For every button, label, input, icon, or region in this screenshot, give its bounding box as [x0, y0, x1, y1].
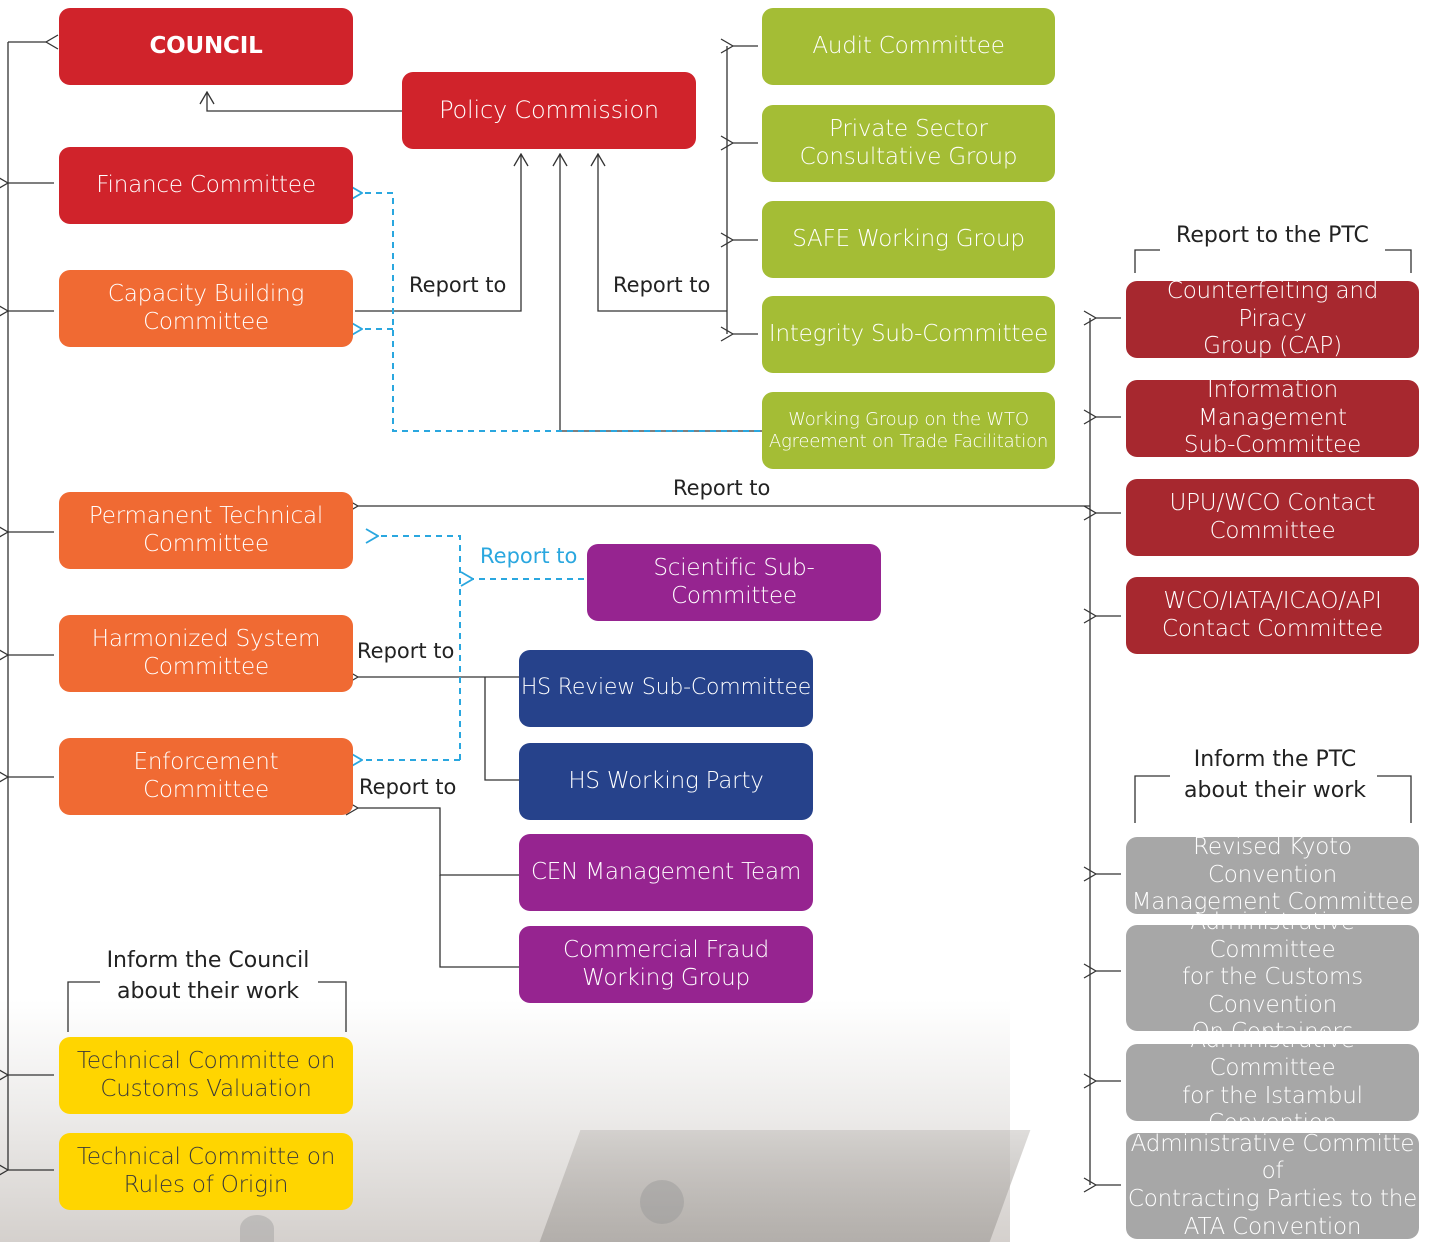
report-to-label-enforcement: Report to	[359, 775, 457, 799]
capacity-building-label-line2: Committee	[143, 308, 269, 335]
background-logo-circle	[640, 1180, 684, 1224]
enforcement-committee-box: Enforcement Committee	[59, 738, 353, 815]
report-to-the-ptc-title: Report to the PTC	[1176, 223, 1369, 248]
information-management-box: Information Management Sub-Committee	[1126, 377, 1419, 459]
harmonized-system-committee-box: Harmonized System Committee	[59, 615, 353, 692]
cap-label-line2: Group (CAP)	[1203, 333, 1342, 360]
policy-commission-label: Policy Commission	[439, 96, 659, 125]
report-to-label-ptc: Report to	[673, 476, 771, 500]
hs-review-label: HS Review Sub-Committee	[520, 675, 812, 701]
ptc-label-line1: Permanent Technical	[88, 502, 324, 529]
report-to-label-integrity: Report to	[613, 273, 711, 297]
cap-label-line1: Counterfeiting and Piracy	[1166, 278, 1379, 332]
audit-committee-label: Audit Committee	[812, 32, 1005, 59]
background-logo-circle	[240, 1215, 274, 1242]
inform-council-line1: Inform the Council	[106, 948, 310, 973]
wto-working-group-box: Working Group on the WTO Agreement on Tr…	[762, 392, 1055, 469]
ata-label-line2: Contracting Parties to the	[1127, 1186, 1418, 1212]
istambul-label-line1: Administrative Committee	[1190, 1027, 1355, 1081]
private-sector-label-line1: Private Sector	[829, 115, 988, 142]
revised-kyoto-convention-box: Revised Kyoto Convention Management Comm…	[1126, 834, 1419, 916]
council-label: COUNCIL	[149, 32, 263, 59]
cap-group-box: Counterfeiting and Piracy Group (CAP)	[1126, 278, 1419, 360]
capacity-building-label-line1: Capacity Building	[107, 280, 305, 307]
technical-committee-rules-of-origin-box: Technical Committe on Rules of Origin	[59, 1133, 353, 1210]
integrity-sub-committee-label: Integrity Sub-Committee	[768, 320, 1049, 347]
ata-label-line3: ATA Convention	[1183, 1213, 1362, 1240]
containers-label-line1: Administrative Committee	[1190, 909, 1355, 963]
inform-the-ptc-title: Inform the PTC about their work	[1150, 745, 1400, 807]
integrity-sub-committee-box: Integrity Sub-Committee	[762, 296, 1055, 373]
kyoto-label-line1: Revised Kyoto Convention	[1193, 834, 1352, 888]
iata-label-line2: Contact Committee	[1161, 615, 1384, 642]
tcv-label-line1: Technical Committe on	[76, 1047, 336, 1074]
upu-wco-contact-committee-box: UPU/WCO Contact Committee	[1126, 479, 1419, 556]
inform-ptc-line2: about their work	[1184, 777, 1366, 803]
report-to-label-hs: Report to	[357, 639, 455, 663]
inform-the-council-title: Inform the Council about their work	[83, 946, 333, 1008]
imsc-label-line1: Information Management	[1198, 377, 1347, 431]
private-sector-label-line2: Consultative Group	[799, 143, 1018, 170]
hs-review-sub-committee-box: HS Review Sub-Committee	[519, 650, 813, 727]
inform-council-line2: about their work	[117, 978, 299, 1004]
upu-label-line2: Committee	[1209, 517, 1336, 544]
wto-label-line2: Agreement on Trade Facilitation	[768, 430, 1049, 452]
hs-committee-label-line2: Committee	[143, 653, 269, 680]
cen-management-team-box: CEN Management Team	[519, 834, 813, 911]
permanent-technical-committee-box: Permanent Technical Committee	[59, 492, 353, 569]
technical-committee-customs-valuation-box: Technical Committe on Customs Valuation	[59, 1037, 353, 1114]
policy-commission-box: Policy Commission	[402, 72, 696, 149]
containers-label-line3: On Containers	[1191, 1019, 1354, 1046]
fraud-label-line1: Commercial Fraud	[563, 936, 769, 963]
tcv-label-line2: Customs Valuation	[100, 1075, 312, 1102]
report-to-label-capacity: Report to	[409, 273, 507, 297]
istambul-label-line2: for the Istambul Convention	[1182, 1082, 1363, 1137]
ata-label-line1: Administrative Committe of	[1130, 1130, 1415, 1185]
enforcement-label-line2: Committee	[143, 776, 269, 803]
wco-iata-icao-api-contact-committee-box: WCO/IATA/ICAO/API Contact Committee	[1126, 577, 1419, 654]
audit-committee-box: Audit Committee	[762, 8, 1055, 85]
istambul-convention-box: Administrative Committee for the Istambu…	[1126, 1027, 1419, 1136]
cen-management-team-label: CEN Management Team	[530, 858, 802, 885]
inform-ptc-line1: Inform the PTC	[1193, 747, 1357, 772]
commercial-fraud-working-group-box: Commercial Fraud Working Group	[519, 926, 813, 1003]
ata-convention-box: Administrative Committe of Contracting P…	[1126, 1130, 1419, 1240]
containers-label-line2: for the Customs Convention	[1181, 964, 1364, 1018]
enforcement-label-line1: Enforcement	[133, 748, 279, 775]
private-sector-consultative-group-box: Private Sector Consultative Group	[762, 105, 1055, 182]
safe-working-group-label: SAFE Working Group	[792, 225, 1025, 252]
iata-label-line1: WCO/IATA/ICAO/API	[1163, 587, 1382, 614]
wto-label-line1: Working Group on the WTO	[788, 408, 1029, 430]
ptc-label-line2: Committee	[143, 530, 269, 557]
scientific-sub-committee-box: Scientific Sub-Committee	[587, 544, 881, 621]
council-box: COUNCIL	[59, 8, 353, 85]
tro-label-line2: Rules of Origin	[123, 1171, 289, 1198]
capacity-building-box: Capacity Building Committee	[59, 270, 353, 347]
tro-label-line1: Technical Committe on	[76, 1143, 336, 1170]
finance-committee-box: Finance Committee	[59, 147, 353, 224]
customs-convention-containers-box: Administrative Committee for the Customs…	[1126, 909, 1419, 1045]
imsc-label-line2: Sub-Committee	[1183, 432, 1362, 459]
safe-working-group-box: SAFE Working Group	[762, 201, 1055, 278]
finance-committee-label: Finance Committee	[96, 171, 316, 198]
report-to-label-scientific: Report to	[480, 544, 578, 568]
kyoto-label-line2: Management Committee	[1131, 889, 1414, 916]
fraud-label-line2: Working Group	[582, 964, 750, 991]
hs-working-party-box: HS Working Party	[519, 743, 813, 820]
upu-label-line1: UPU/WCO Contact	[1169, 489, 1376, 516]
hs-working-party-label: HS Working Party	[568, 767, 764, 794]
scientific-sub-committee-label: Scientific Sub-Committee	[653, 554, 815, 609]
hs-committee-label-line1: Harmonized System	[91, 625, 321, 652]
